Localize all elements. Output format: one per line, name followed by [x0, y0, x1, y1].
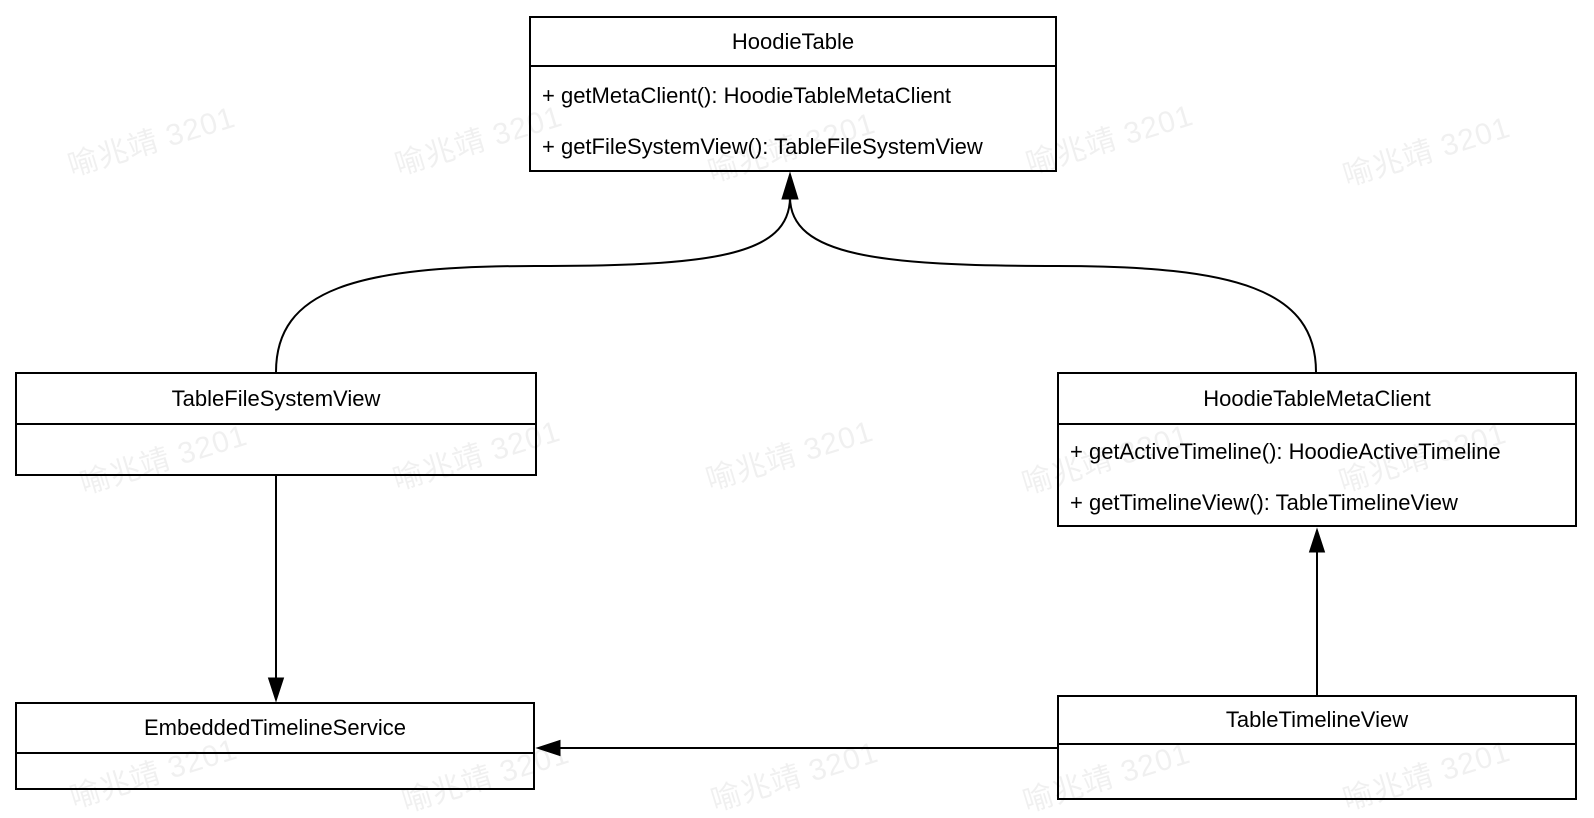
class-name-tabletimelineview: TableTimelineView — [1059, 697, 1575, 745]
class-name-hoodietable: HoodieTable — [531, 18, 1055, 67]
method-getactivetimeline: + getActiveTimeline(): HoodieActiveTimel… — [1070, 439, 1501, 464]
class-box-hoodietable[interactable]: HoodieTable + getMetaClient(): HoodieTab… — [529, 16, 1057, 172]
class-box-tablefilesystemview[interactable]: TableFileSystemView — [15, 372, 537, 476]
class-members-tablefilesystemview — [17, 425, 535, 428]
arrowhead-to-embeddedtimelineservice-top — [267, 677, 285, 703]
class-name-embeddedtimelineservice: EmbeddedTimelineService — [17, 704, 533, 754]
connector-hoodietablemetaclient-to-hoodietable — [789, 196, 1317, 373]
connector-tablefilesystemview-to-hoodietable — [275, 196, 791, 373]
class-box-hoodietablemetaclient[interactable]: HoodieTableMetaClient + getActiveTimelin… — [1057, 372, 1577, 527]
method-getfilesystemview: + getFileSystemView(): TableFileSystemVi… — [542, 134, 983, 159]
class-name-hoodietablemetaclient: HoodieTableMetaClient — [1059, 374, 1575, 425]
class-members-hoodietablemetaclient: + getActiveTimeline(): HoodieActiveTimel… — [1059, 425, 1575, 525]
class-box-embeddedtimelineservice[interactable]: EmbeddedTimelineService — [15, 702, 535, 790]
class-name-tablefilesystemview: TableFileSystemView — [17, 374, 535, 425]
class-box-tabletimelineview[interactable]: TableTimelineView — [1057, 695, 1577, 800]
method-gettimelineview: + getTimelineView(): TableTimelineView — [1070, 490, 1458, 515]
class-members-embeddedtimelineservice — [17, 754, 533, 757]
arrowhead-to-hoodietable — [781, 171, 799, 200]
class-members-tabletimelineview — [1059, 745, 1575, 748]
method-getmetaclient: + getMetaClient(): HoodieTableMetaClient — [542, 83, 952, 108]
class-members-hoodietable: + getMetaClient(): HoodieTableMetaClient… — [531, 67, 1055, 170]
arrowhead-to-embeddedtimelineservice-right — [535, 739, 561, 757]
arrowhead-to-hoodietablemetaclient — [1308, 527, 1326, 553]
